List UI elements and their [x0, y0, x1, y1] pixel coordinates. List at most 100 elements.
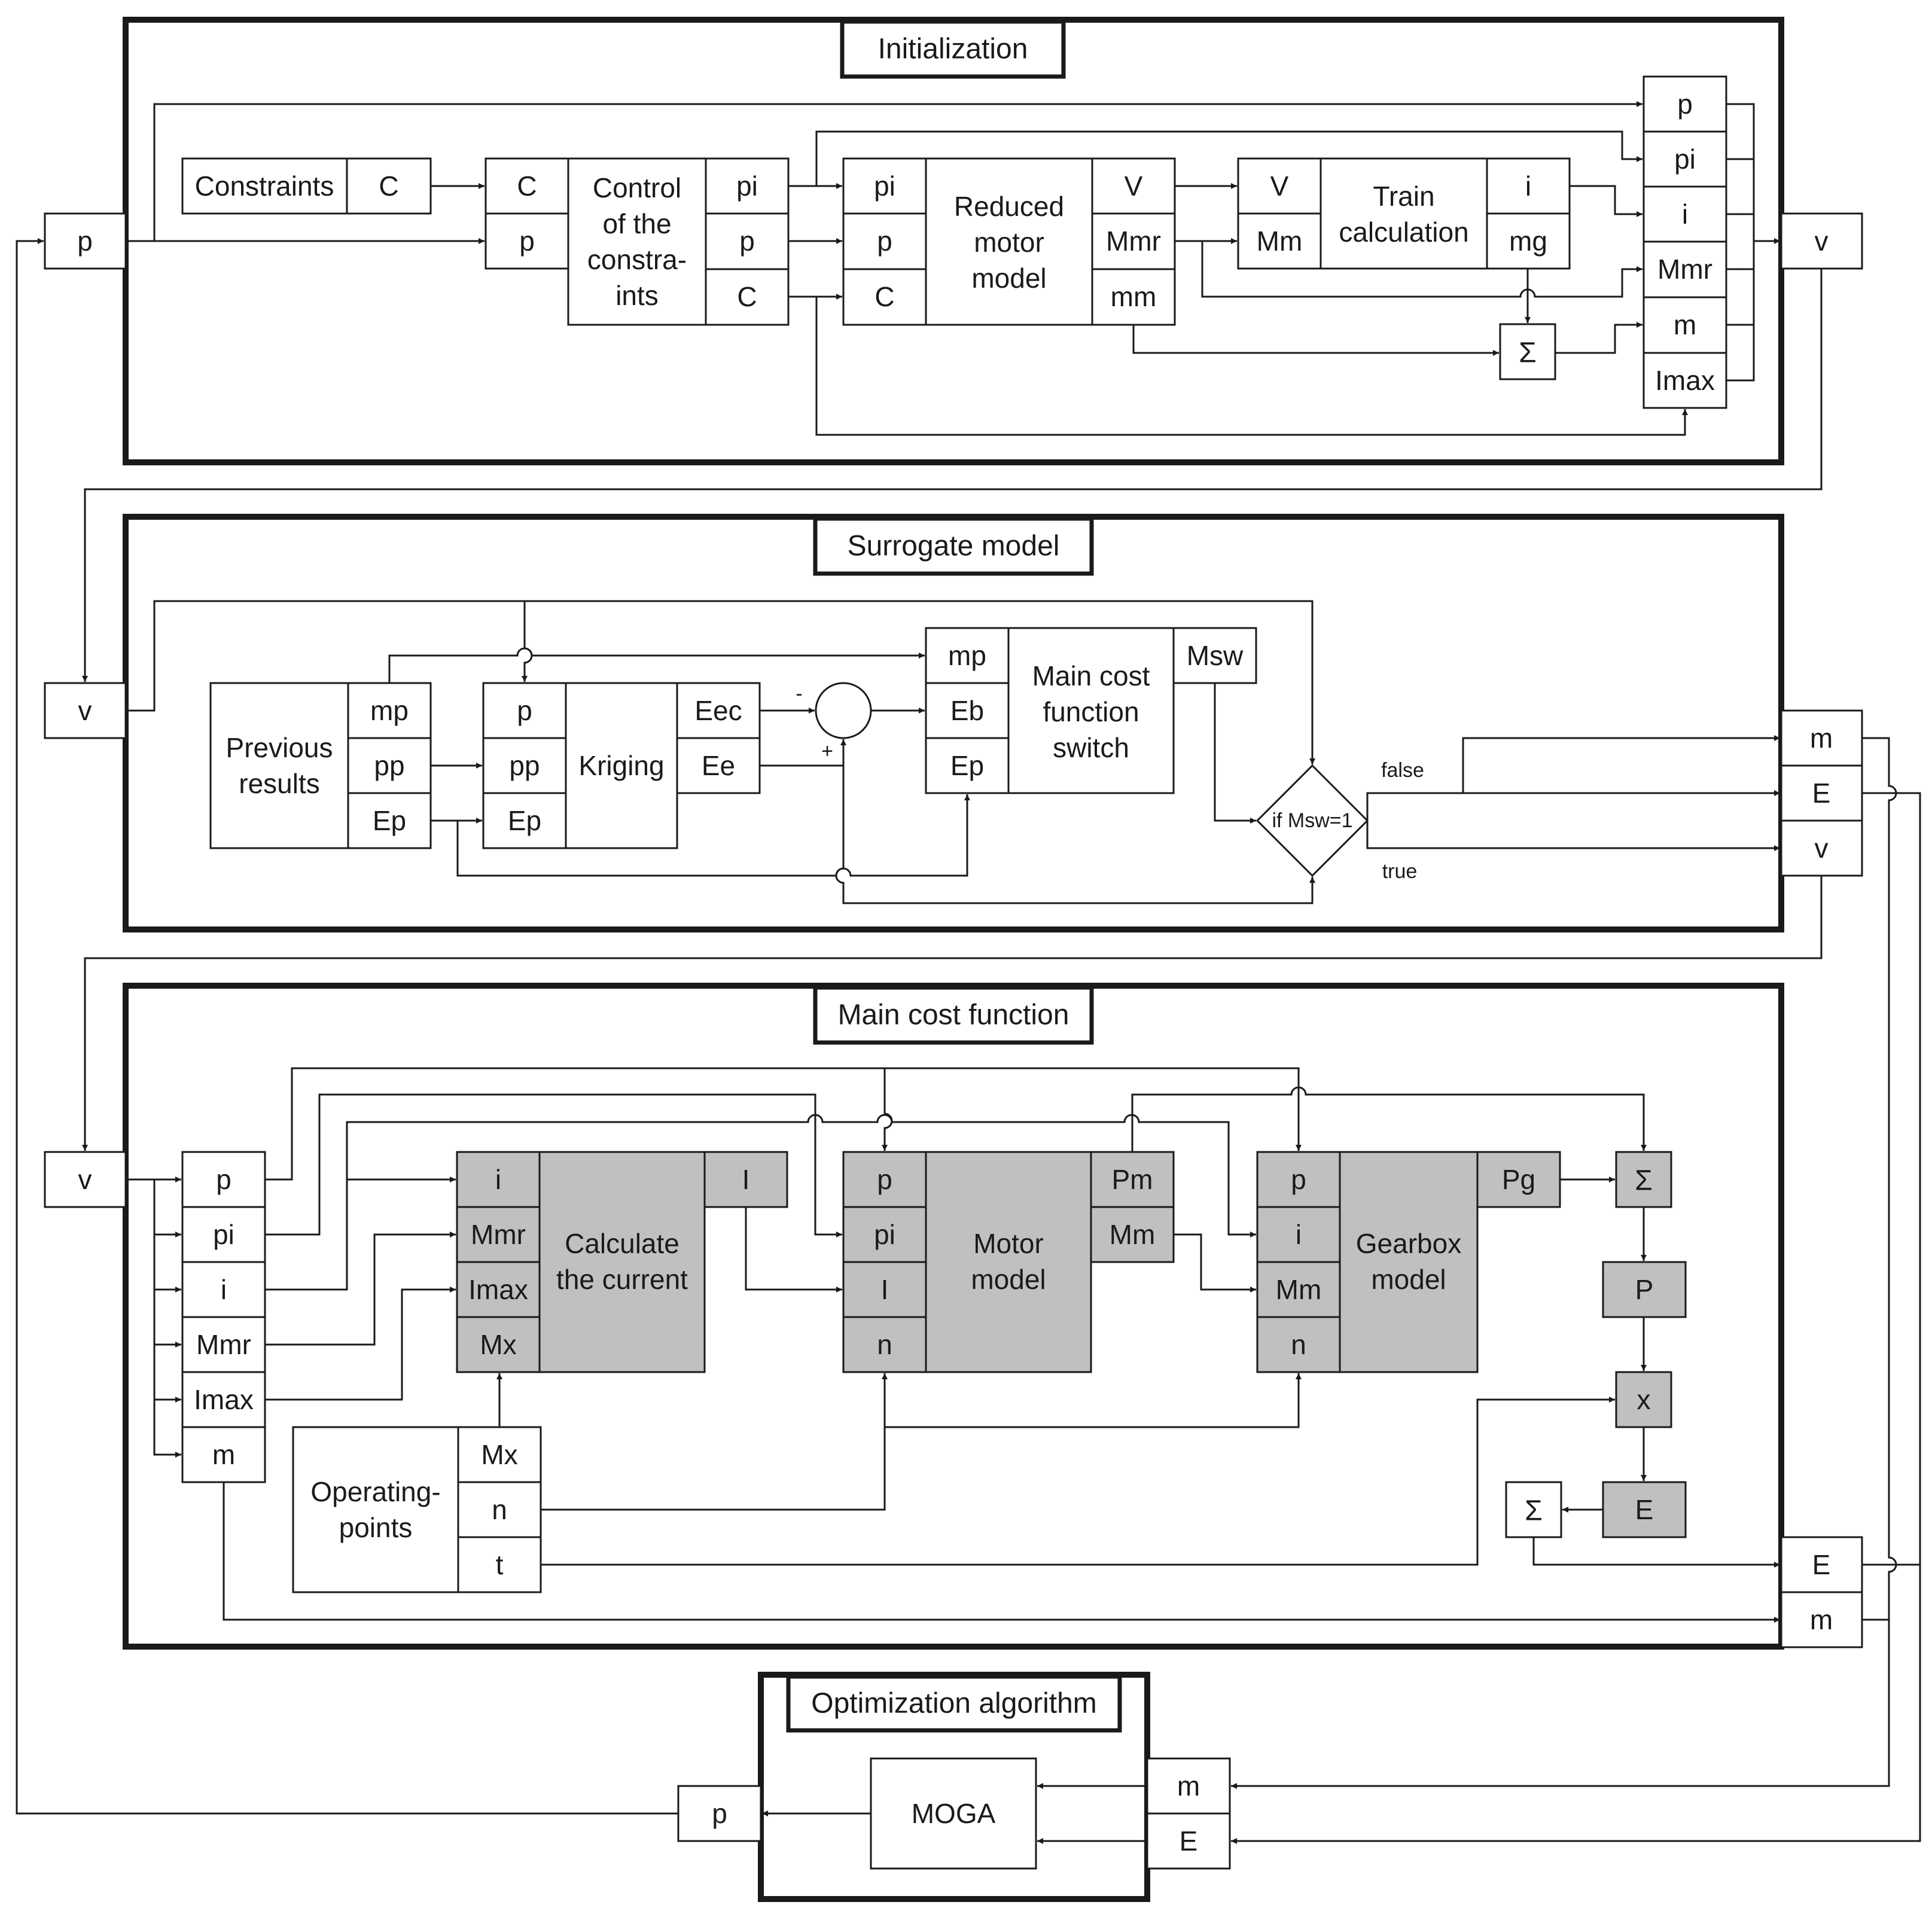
- main-cost-switch-block: mp Eb Ep Main cost function switch Msw: [925, 627, 1257, 794]
- surrogate-title-box: [813, 516, 1094, 576]
- main-input-stack: p pi i Mmr Imax m: [181, 1151, 266, 1483]
- constraints-block: Constraints C: [181, 157, 432, 215]
- svg-text:i: i: [221, 1274, 227, 1305]
- svg-text:i: i: [495, 1164, 501, 1195]
- svg-text:Msw: Msw: [1187, 640, 1244, 671]
- init-output-stack: p pi i Mmr m Imax: [1642, 75, 1727, 409]
- svg-text:E: E: [1635, 1494, 1654, 1525]
- gearbox-model-block: p i Mm n Gearbox model Pg: [1256, 1151, 1561, 1373]
- constraints-label: Constraints: [195, 170, 334, 202]
- p-input-port: p: [44, 212, 127, 270]
- optimization-title-box: [786, 1674, 1122, 1733]
- surrogate-output-stack: m E v: [1780, 709, 1863, 877]
- svg-text:p: p: [712, 1798, 727, 1829]
- previous-results-block: Previous results mp pp Ep: [209, 682, 432, 849]
- svg-text:n: n: [1291, 1329, 1306, 1360]
- svg-text:t: t: [496, 1549, 504, 1580]
- svg-text:Reduced: Reduced: [954, 191, 1064, 222]
- svg-text:Eb: Eb: [950, 695, 984, 726]
- svg-text:Mm: Mm: [1110, 1219, 1156, 1250]
- main-cost-title-box: [813, 985, 1094, 1045]
- svg-text:mg: mg: [1509, 225, 1547, 257]
- svg-text:calculation: calculation: [1339, 217, 1468, 248]
- svg-text:model: model: [1371, 1264, 1446, 1295]
- svg-text:Train: Train: [1373, 181, 1434, 212]
- feedback-wires: [16, 238, 1921, 1844]
- svg-text:Ep: Ep: [950, 750, 984, 781]
- svg-text:Eec: Eec: [694, 695, 742, 726]
- initialization-wires: [82, 101, 1823, 682]
- svg-text:p: p: [77, 225, 93, 257]
- svg-text:p: p: [216, 1164, 231, 1195]
- svg-text:Imax: Imax: [468, 1274, 528, 1305]
- svg-text:Motor: Motor: [973, 1228, 1044, 1259]
- svg-text:n: n: [492, 1494, 507, 1525]
- svg-text:Gearbox: Gearbox: [1356, 1228, 1461, 1259]
- main-cost-wires: [126, 1067, 1780, 1623]
- svg-text:p: p: [519, 225, 535, 257]
- svg-text:Control: Control: [593, 172, 681, 203]
- svg-text:p: p: [877, 1164, 892, 1195]
- svg-text:m: m: [1810, 723, 1833, 754]
- surrogate-wires: [82, 600, 1823, 1151]
- svg-text:Calculate: Calculate: [565, 1228, 679, 1259]
- svg-text:v: v: [1815, 833, 1829, 864]
- decision-label: if Msw=1: [1272, 809, 1352, 832]
- svg-text:v: v: [1815, 225, 1829, 257]
- svg-text:Kriging: Kriging: [578, 750, 664, 781]
- svg-text:p: p: [739, 225, 755, 257]
- sum-icon: Σ: [1525, 1495, 1543, 1527]
- svg-text:P: P: [1635, 1274, 1654, 1305]
- svg-text:v: v: [78, 695, 92, 726]
- svg-text:pi: pi: [1674, 144, 1696, 175]
- svg-text:E: E: [1180, 1825, 1198, 1857]
- moga-block: MOGA: [870, 1757, 1037, 1870]
- svg-text:the current: the current: [556, 1264, 688, 1295]
- svg-text:m: m: [1810, 1604, 1833, 1635]
- svg-text:Ep: Ep: [373, 805, 406, 836]
- svg-text:I: I: [742, 1164, 750, 1195]
- svg-text:i: i: [1682, 199, 1688, 230]
- comparator-junction: - +: [796, 682, 872, 763]
- main-cost-section: Main cost function: [123, 983, 1784, 1650]
- calculate-current-block: i Mmr Imax Mx Calculate the current I: [456, 1151, 788, 1373]
- v-surrogate-port: v: [44, 682, 127, 739]
- energy-sum-block: Σ: [1505, 1481, 1562, 1538]
- v-output-port: v: [1780, 212, 1863, 270]
- svg-text:Imax: Imax: [1655, 365, 1715, 396]
- svg-text:E: E: [1812, 778, 1831, 809]
- svg-text:E: E: [1812, 1549, 1831, 1580]
- svg-text:Pg: Pg: [1502, 1164, 1535, 1195]
- multiply-block: x: [1615, 1371, 1672, 1428]
- svg-text:Previous: Previous: [226, 732, 333, 763]
- energy-block: E: [1602, 1481, 1687, 1538]
- svg-text:V: V: [1125, 170, 1143, 202]
- svg-text:i: i: [1296, 1219, 1302, 1250]
- main-sum-block: Σ: [1615, 1151, 1672, 1208]
- reduced-motor-model-block: pi p C Reduced motor model V Mmr mm: [842, 157, 1176, 326]
- svg-text:i: i: [1525, 170, 1531, 202]
- surrogate-title: Surrogate model: [848, 531, 1060, 562]
- svg-text:n: n: [877, 1329, 892, 1360]
- svg-text:Main cost: Main cost: [1032, 660, 1150, 691]
- constraints-port-c: C: [379, 170, 398, 202]
- svg-text:C: C: [517, 170, 537, 202]
- svg-text:switch: switch: [1053, 732, 1129, 763]
- svg-text:Imax: Imax: [194, 1384, 254, 1415]
- svg-text:constra-: constra-: [587, 244, 687, 275]
- svg-text:Mmr: Mmr: [471, 1219, 526, 1250]
- p-opt-port: p: [677, 1785, 762, 1842]
- minus-sign: -: [796, 682, 802, 705]
- opt-input-stack: m E: [1146, 1757, 1231, 1870]
- operating-points-block: Operating- points Mx n t: [292, 1426, 542, 1593]
- initialization-title: Initialization: [878, 33, 1028, 65]
- svg-text:MOGA: MOGA: [912, 1798, 996, 1829]
- svg-text:m: m: [212, 1439, 235, 1470]
- svg-text:mm: mm: [1111, 281, 1157, 312]
- sum-icon: Σ: [1519, 337, 1537, 369]
- svg-text:C: C: [737, 281, 757, 312]
- svg-text:mp: mp: [948, 640, 986, 671]
- svg-text:I: I: [881, 1274, 889, 1305]
- svg-text:pi: pi: [874, 1219, 895, 1250]
- svg-text:p: p: [877, 225, 892, 257]
